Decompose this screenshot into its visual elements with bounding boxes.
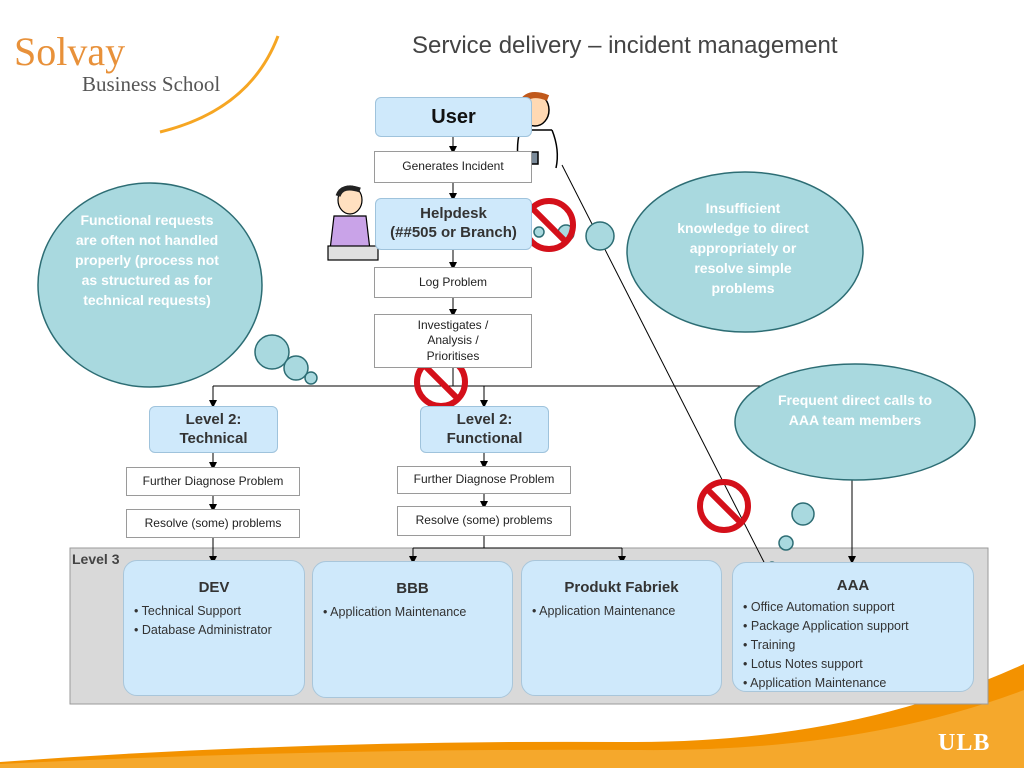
logo-line2: Business School bbox=[82, 72, 221, 96]
team-aaa-item: Lotus Notes support bbox=[743, 655, 963, 674]
cloud-direct-text: Frequent direct calls to AAA team member… bbox=[777, 392, 933, 428]
helpdesk-operator-figure bbox=[327, 185, 379, 261]
helpdesk-line1: Helpdesk bbox=[420, 205, 487, 223]
cloud-functional-shape bbox=[37, 182, 318, 388]
helpdesk-box: Helpdesk (##505 or Branch) bbox=[375, 198, 532, 250]
generates-incident-box: Generates Incident bbox=[374, 151, 532, 183]
team-aaa-item: Training bbox=[743, 636, 963, 655]
functional-resolve-box: Resolve (some) problems bbox=[397, 506, 571, 536]
team-dev-item: Technical Support bbox=[134, 602, 294, 621]
level2-functional-line2: Functional bbox=[446, 429, 523, 447]
functional-diagnose-box: Further Diagnose Problem bbox=[397, 466, 571, 494]
team-aaa: AAA Office Automation support Package Ap… bbox=[732, 562, 974, 692]
level2-technical-line1: Level 2: bbox=[185, 410, 242, 428]
footer-wave bbox=[0, 664, 1024, 768]
technical-diagnose-box: Further Diagnose Problem bbox=[126, 467, 300, 496]
team-aaa-item: Office Automation support bbox=[743, 598, 963, 617]
no-sign-direct bbox=[697, 479, 751, 533]
team-dev-name: DEV bbox=[198, 579, 230, 596]
user-label: User bbox=[431, 105, 476, 128]
team-produkt-fabriek: Produkt Fabriek Application Maintenance bbox=[521, 560, 722, 696]
cloud-functional-text: Functional requests are often not handle… bbox=[75, 212, 219, 308]
page-title: Service delivery – incident management bbox=[412, 32, 838, 59]
logo-line1: Solvay bbox=[14, 29, 126, 74]
team-produkt-fabriek-item: Application Maintenance bbox=[532, 602, 711, 621]
helpdesk-line2: (##505 or Branch) bbox=[390, 224, 517, 241]
team-aaa-item: Package Application support bbox=[743, 617, 963, 636]
level2-technical-line2: Technical bbox=[179, 429, 248, 447]
investigates-box: Investigates / Analysis / Prioritises bbox=[374, 314, 532, 368]
team-produkt-fabriek-name: Produkt Fabriek bbox=[564, 579, 679, 596]
user-box: User bbox=[375, 97, 532, 137]
team-dev: DEV Technical Support Database Administr… bbox=[123, 560, 305, 696]
team-bbb-item: Application Maintenance bbox=[323, 603, 502, 622]
team-bbb-name: BBB bbox=[396, 580, 429, 597]
cloud-knowledge-shape bbox=[533, 171, 864, 333]
team-dev-item: Database Administrator bbox=[134, 621, 294, 640]
team-aaa-name: AAA bbox=[836, 577, 870, 594]
level2-functional-line1: Level 2: bbox=[456, 410, 513, 428]
log-problem-box: Log Problem bbox=[374, 267, 532, 298]
solvay-logo: Solvay Business School bbox=[14, 29, 221, 97]
technical-resolve-box: Resolve (some) problems bbox=[126, 509, 300, 538]
logo-swoosh bbox=[159, 35, 280, 134]
cloud-knowledge-text: Insufficient knowledge to direct appropr… bbox=[677, 200, 809, 296]
level2-functional-box: Level 2: Functional bbox=[420, 406, 549, 453]
team-bbb: BBB Application Maintenance bbox=[312, 561, 513, 698]
level3-label: Level 3 bbox=[72, 551, 120, 567]
level2-technical-box: Level 2: Technical bbox=[149, 406, 278, 453]
team-aaa-item: Application Maintenance bbox=[743, 674, 963, 693]
ulb-logo: ULB bbox=[938, 730, 991, 756]
